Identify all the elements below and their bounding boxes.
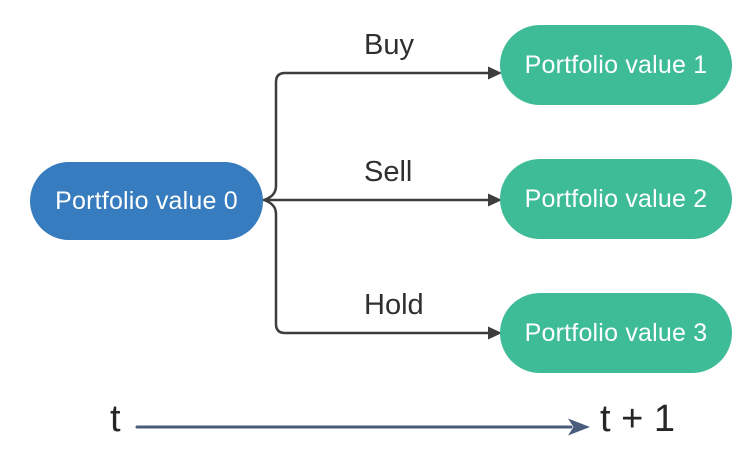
timeline-end-label: t + 1 <box>600 398 675 440</box>
edge-label-sell: Sell <box>364 156 413 188</box>
node-portfolio-value-1: Portfolio value 1 <box>500 25 732 105</box>
timeline-start-label: t <box>110 398 121 440</box>
node-portfolio-value-2-label: Portfolio value 2 <box>524 184 708 213</box>
node-portfolio-value-2: Portfolio value 2 <box>500 159 732 239</box>
branch-line-buy <box>262 71 490 202</box>
edge-label-hold: Hold <box>364 289 424 321</box>
node-portfolio-value-3-label: Portfolio value 3 <box>524 318 708 347</box>
timeline-arrowhead-icon <box>568 418 590 436</box>
node-portfolio-value-0: Portfolio value 0 <box>30 162 263 240</box>
arrowhead-sell-icon <box>488 193 502 207</box>
edge-label-buy: Buy <box>364 29 414 61</box>
node-portfolio-value-3: Portfolio value 3 <box>500 293 732 373</box>
node-portfolio-value-0-label: Portfolio value 0 <box>55 186 238 215</box>
node-portfolio-value-1-label: Portfolio value 1 <box>524 50 708 79</box>
arrowhead-hold-icon <box>488 326 502 340</box>
branch-line-hold <box>262 198 490 335</box>
arrowhead-buy-icon <box>488 66 502 80</box>
